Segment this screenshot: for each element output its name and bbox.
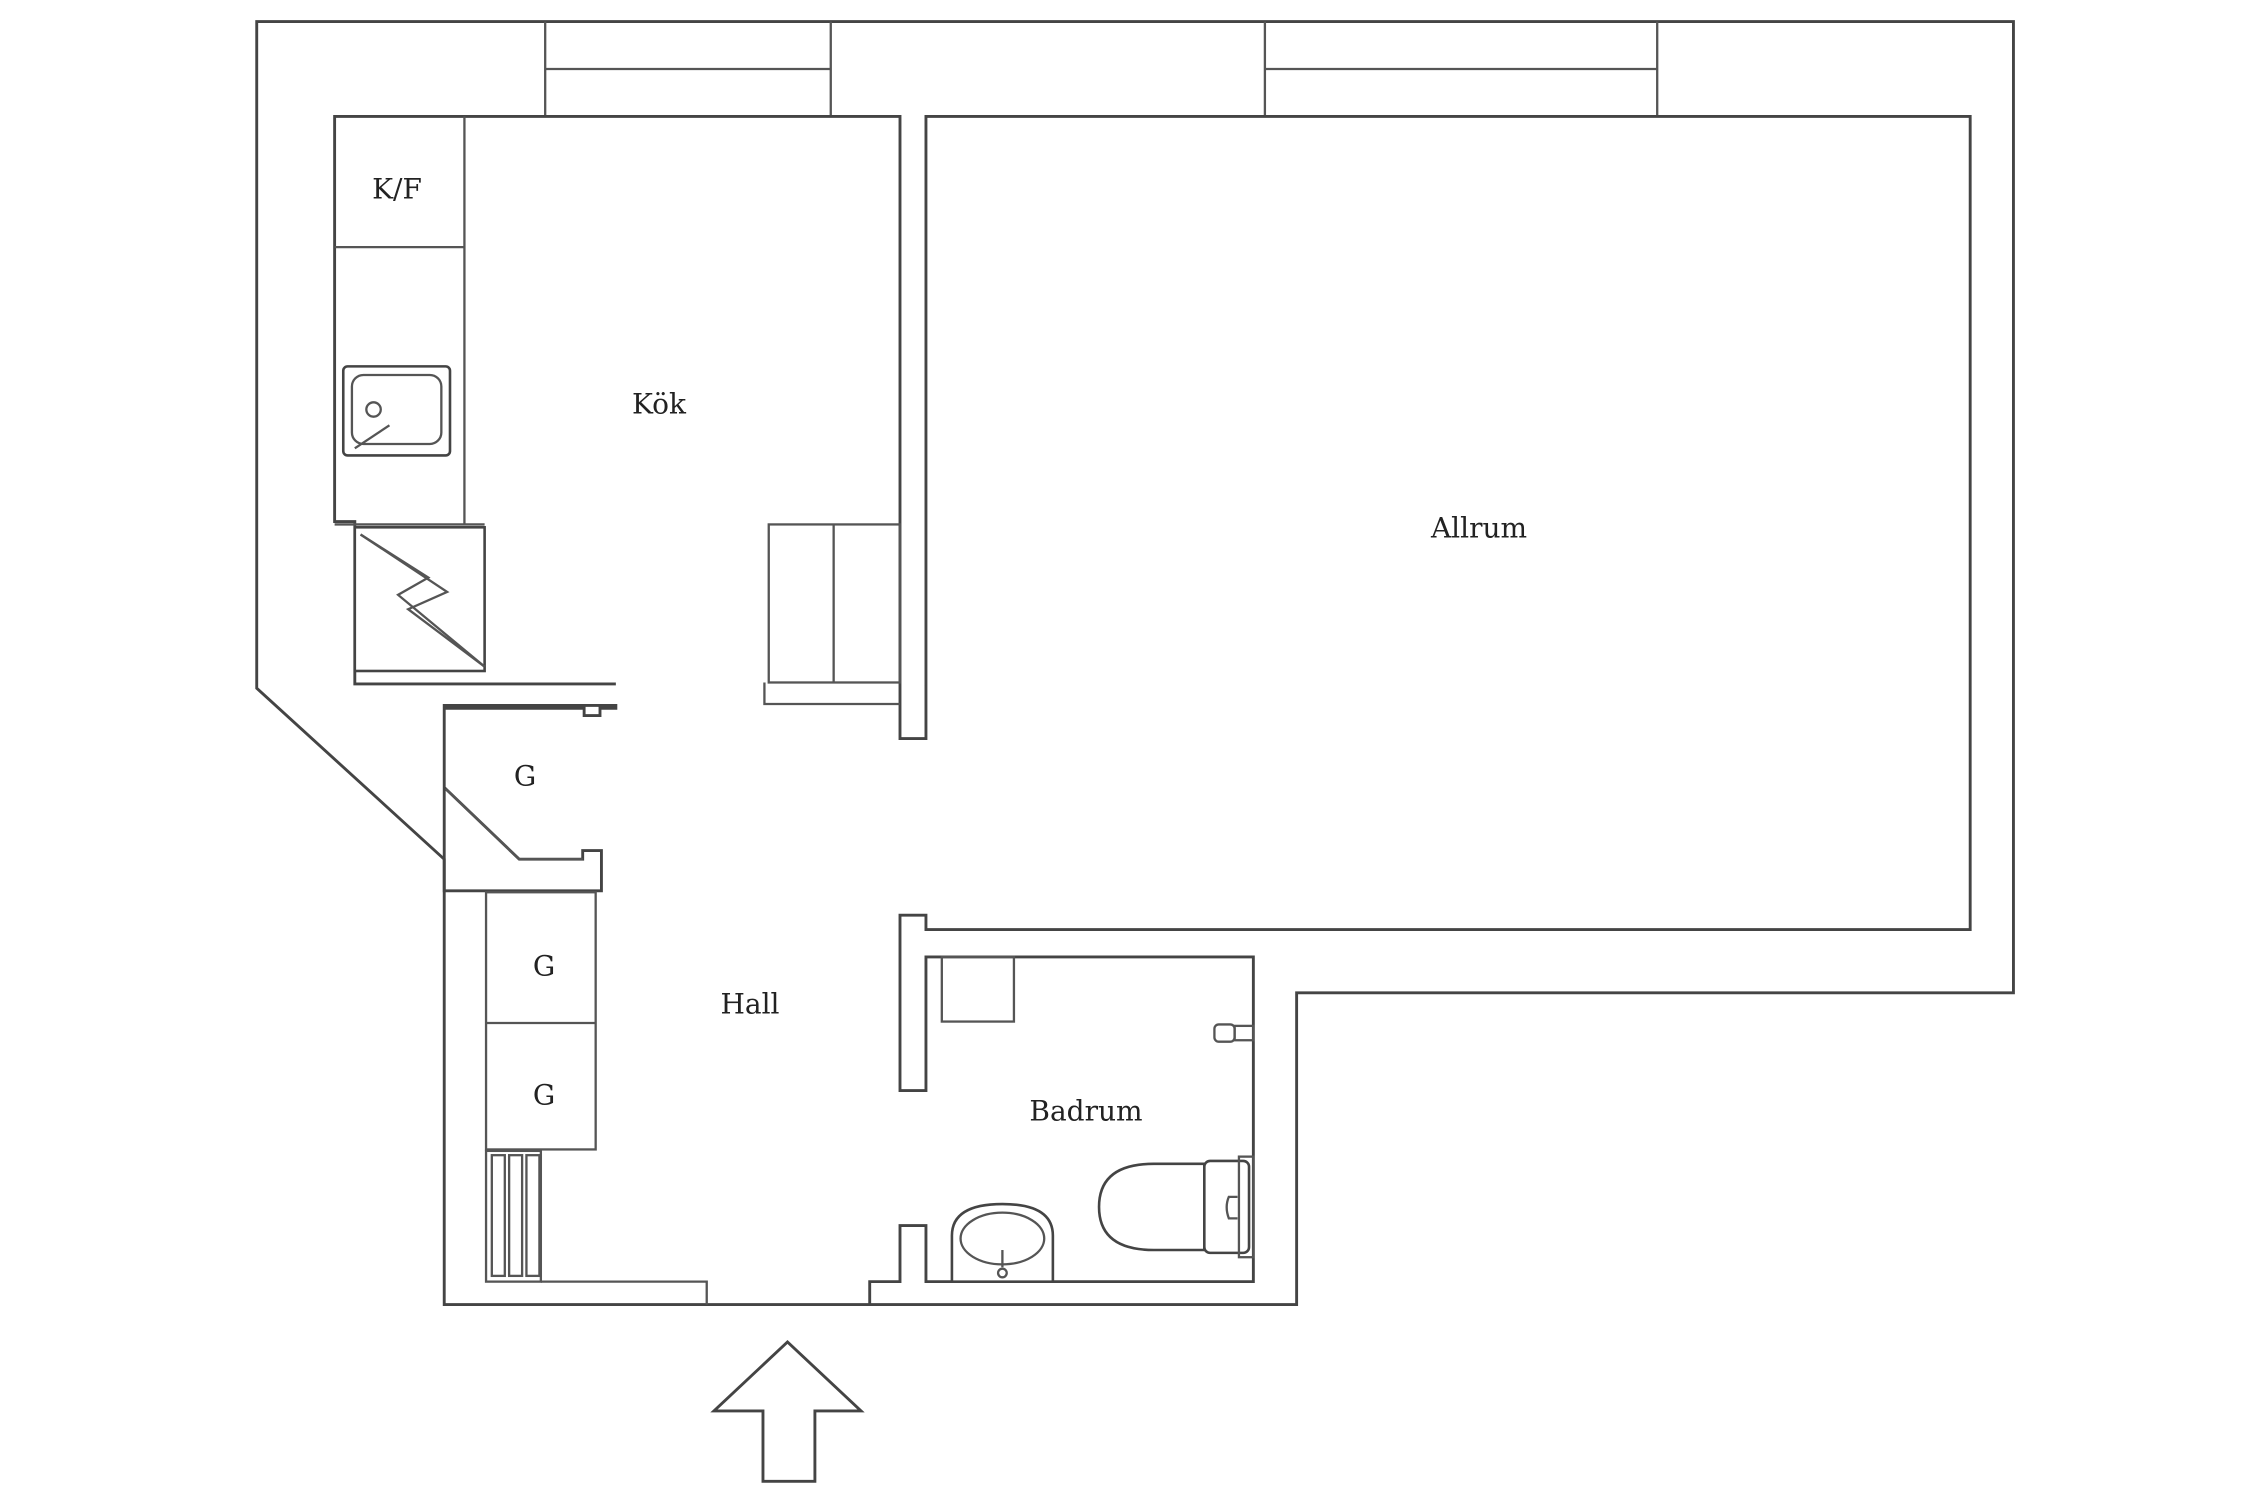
hall-label: Hall xyxy=(720,987,780,1021)
toilet-icon xyxy=(1097,1155,1255,1259)
sink-icon xyxy=(341,365,452,457)
tap-icon xyxy=(1213,1023,1255,1043)
stove-icon xyxy=(353,526,486,673)
outer-wall xyxy=(255,20,2015,1307)
kitchen-counter xyxy=(334,116,485,526)
wardrobe-label-3: G xyxy=(532,1078,556,1112)
kitchen-label: Kök xyxy=(632,387,686,421)
kitchen-cabinet xyxy=(763,523,902,706)
radiator-icon xyxy=(484,1149,543,1283)
wardrobe-label-1: G xyxy=(513,759,537,793)
hall-wall xyxy=(540,1280,708,1305)
living-room-label: Allrum xyxy=(1430,511,1528,545)
wardrobe-label-2: G xyxy=(532,949,556,983)
windows xyxy=(544,21,1659,117)
bathroom-cabinet xyxy=(940,955,1016,1023)
wardrobe-upper xyxy=(442,704,618,893)
entrance-arrow-icon xyxy=(710,1339,865,1483)
fridge-freezer-label: K/F xyxy=(372,172,422,206)
bathroom-label: Badrum xyxy=(1029,1094,1143,1128)
washbasin-icon xyxy=(950,1202,1055,1283)
wardrobe-lower xyxy=(484,891,597,1151)
kitchen-wall xyxy=(333,114,1972,1305)
